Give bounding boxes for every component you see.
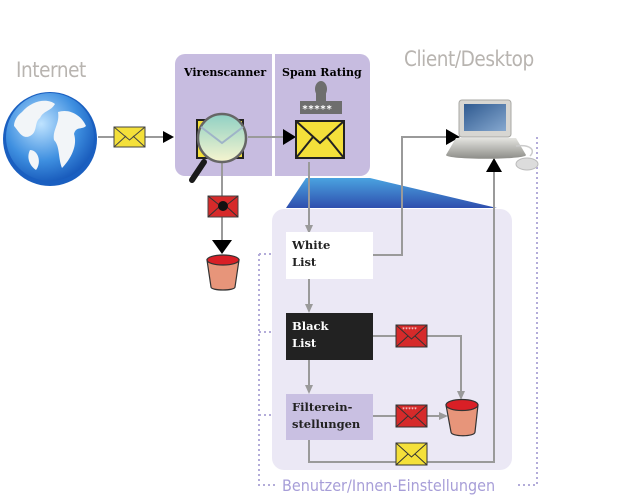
white-list-line-1: White — [292, 238, 331, 252]
virus-envelope-icon — [207, 195, 239, 218]
spam-rating-title: Spam Rating — [282, 66, 362, 79]
black-list-line-1: Black — [292, 319, 329, 333]
rating-stars: ***** — [302, 104, 332, 115]
internet-label: Internet — [16, 58, 86, 82]
filter-settings-box — [286, 394, 373, 440]
white-list-label: White List — [292, 237, 330, 271]
spam-rating-envelope-icon — [295, 120, 345, 159]
filter-line-1: Filterein- — [292, 400, 353, 414]
virus-scan-magnifier-icon — [189, 112, 248, 183]
white-list-line-2: List — [292, 255, 317, 269]
funnel-shape — [286, 178, 497, 208]
spam-rating-stamp-icon: ***** — [300, 81, 342, 115]
black-arrows — [163, 129, 502, 254]
black-list-label: Black List — [292, 318, 329, 352]
spam-trash-bucket-icon — [445, 398, 479, 437]
client-desktop-label: Client/Desktop — [404, 47, 534, 71]
blacklist-envelope-stars: ***** — [402, 327, 417, 333]
blacklist-spam-envelope-icon: ***** — [395, 324, 428, 348]
white-list-box — [286, 232, 373, 279]
filter-line-2: stellungen — [292, 417, 361, 431]
virus-trash-bucket-icon — [206, 254, 240, 291]
client-desktop-computer-icon — [446, 99, 539, 171]
filter-settings-label: Filterein- stellungen — [292, 399, 360, 433]
incoming-mail-envelope-icon — [113, 126, 146, 148]
clean-mail-envelope-icon — [395, 442, 428, 466]
filter-spam-envelope-icon: ***** — [395, 404, 428, 428]
virenscanner-title: Virenscanner — [183, 66, 266, 79]
user-settings-label: Benutzer/Innen-Einstellungen — [282, 476, 496, 495]
black-list-line-2: List — [292, 336, 317, 350]
filter-envelope-stars: ***** — [402, 407, 417, 413]
internet-globe-icon — [3, 92, 97, 186]
black-list-box — [286, 313, 373, 360]
